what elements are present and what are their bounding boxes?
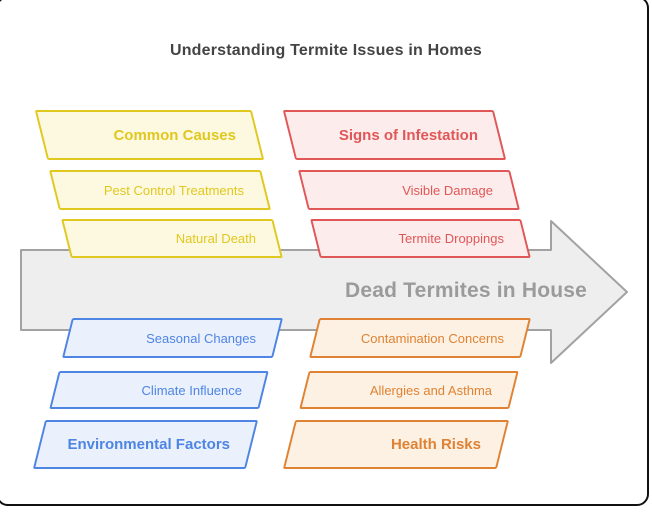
node-allergies-and-asthma: Allergies and Asthma: [299, 371, 519, 409]
node-label: Climate Influence: [141, 382, 242, 398]
node-label: Termite Droppings: [398, 231, 505, 246]
node-environmental-factors-header: Environmental Factors: [32, 420, 259, 469]
node-label: Common Causes: [113, 126, 236, 144]
node-label: Environmental Factors: [67, 436, 230, 453]
node-common-causes-header: Common Causes: [34, 110, 265, 160]
node-visible-damage: Visible Damage: [298, 170, 520, 210]
node-label: Contamination Concerns: [360, 330, 504, 346]
node-natural-death: Natural Death: [61, 219, 283, 258]
node-label: Seasonal Changes: [146, 330, 256, 346]
arrow-label: Dead Termites in House: [344, 279, 588, 302]
node-signs-of-infestation-header: Signs of Infestation: [282, 110, 507, 160]
node-contamination-concerns: Contamination Concerns: [309, 318, 531, 358]
node-label: Natural Death: [175, 231, 256, 246]
node-label: Health Risks: [390, 436, 481, 453]
node-label: Visible Damage: [402, 182, 493, 198]
node-pest-control-treatments: Pest Control Treatments: [49, 170, 271, 210]
node-climate-influence: Climate Influence: [49, 371, 269, 409]
node-seasonal-changes: Seasonal Changes: [62, 318, 283, 358]
node-label: Pest Control Treatments: [103, 182, 244, 198]
diagram-title: Understanding Termite Issues in Homes: [169, 42, 483, 59]
node-health-risks-header: Health Risks: [282, 420, 510, 469]
node-label: Signs of Infestation: [338, 126, 478, 144]
node-termite-droppings: Termite Droppings: [310, 219, 531, 258]
node-label: Allergies and Asthma: [369, 382, 492, 398]
